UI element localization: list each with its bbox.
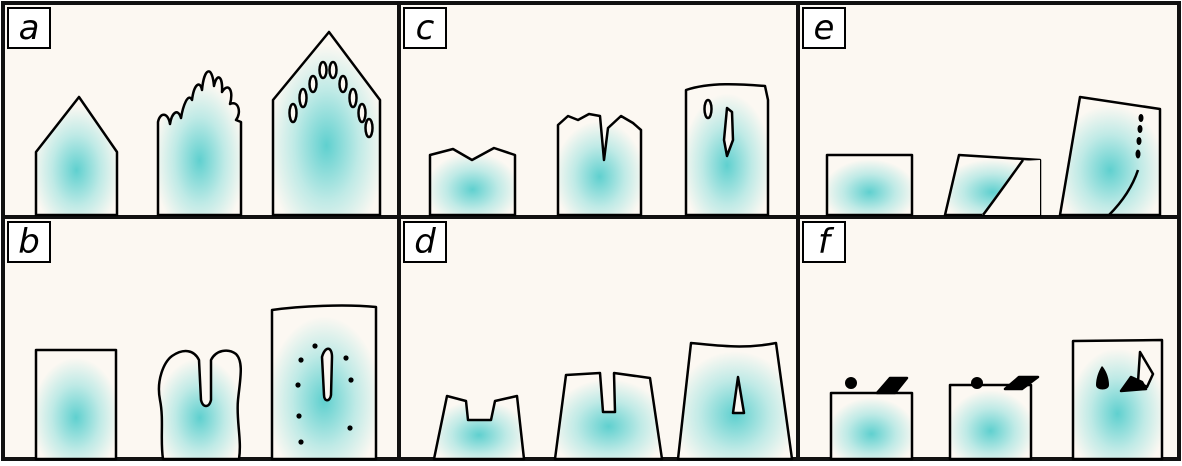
panel-label-c: c xyxy=(416,8,435,48)
panel-label-d: d xyxy=(414,222,436,262)
panel-f-grain-1 xyxy=(845,377,857,389)
panel-label-b: b xyxy=(18,222,40,262)
panel-b-shape-2 xyxy=(159,351,241,459)
panel-b-crack xyxy=(322,349,332,401)
panel-f-shape-2 xyxy=(950,385,1031,459)
panel-f-grain-2 xyxy=(971,377,983,389)
panel-f-shape-3 xyxy=(1073,340,1162,459)
panel-label-a: a xyxy=(19,8,40,48)
panel-f-shape-1 xyxy=(831,393,912,459)
panel-e-shape-1 xyxy=(827,155,912,215)
panel-label-e: e xyxy=(814,8,835,48)
panel-c-shape-2 xyxy=(558,114,641,215)
panel-b-shape-1 xyxy=(36,350,116,459)
